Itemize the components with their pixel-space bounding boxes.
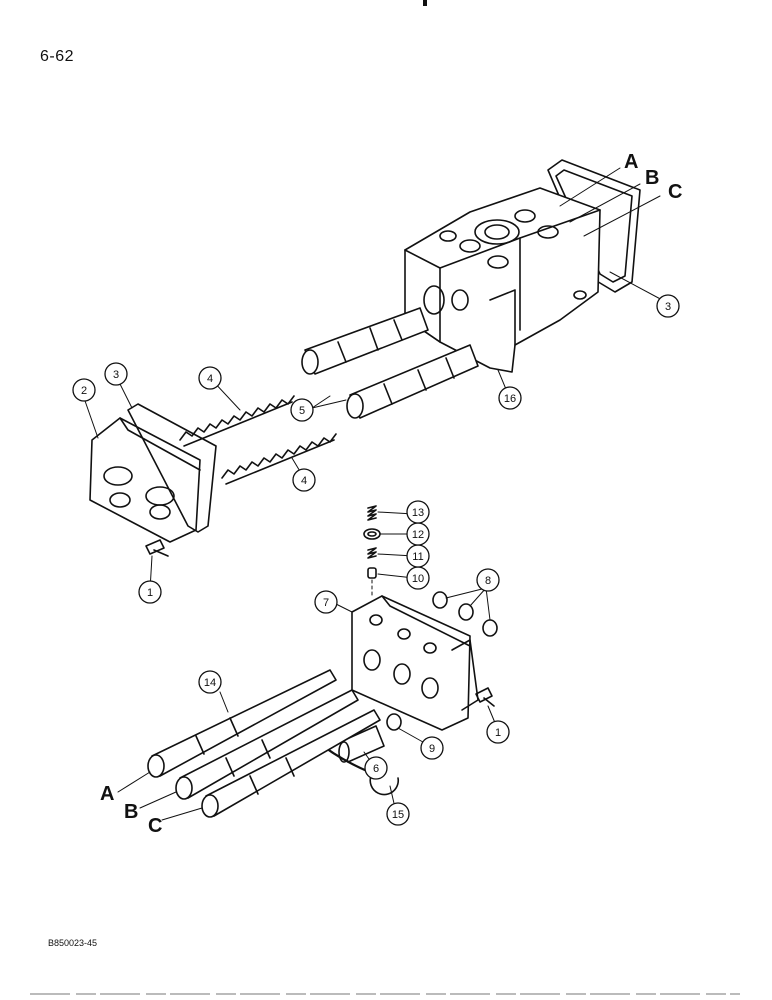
spool-c	[201, 709, 381, 818]
poppet-10	[367, 567, 377, 579]
spool-a	[147, 669, 337, 778]
label-bottom-c: C	[148, 815, 162, 837]
label-top-a: A	[624, 151, 638, 173]
spring-13	[367, 505, 377, 521]
svg-text:14: 14	[204, 677, 216, 689]
spring-upper	[179, 395, 295, 447]
svg-text:15: 15	[392, 809, 404, 821]
callout-3b: 3	[656, 294, 680, 318]
label-top-b: B	[645, 167, 659, 189]
spring-11	[367, 547, 377, 559]
valve-body	[404, 187, 601, 373]
callout-13: 13	[406, 500, 430, 524]
callout-6: 6	[364, 756, 388, 780]
callout-12: 12	[406, 522, 430, 546]
callout-5: 5	[290, 398, 314, 422]
svg-text:7: 7	[323, 597, 329, 609]
label-bottom-a: A	[100, 783, 114, 805]
spring-lower	[221, 433, 337, 485]
callout-3a: 3	[104, 362, 128, 386]
svg-text:3: 3	[113, 369, 119, 381]
svg-text:1: 1	[495, 727, 501, 739]
callout-10: 10	[406, 566, 430, 590]
svg-text:9: 9	[429, 743, 435, 755]
svg-text:16: 16	[504, 393, 516, 405]
svg-text:4: 4	[207, 373, 213, 385]
callout-16: 16	[498, 386, 522, 410]
callout-4b: 4	[292, 468, 316, 492]
svg-text:2: 2	[81, 385, 87, 397]
svg-text:4: 4	[301, 475, 307, 487]
callout-9: 9	[420, 736, 444, 760]
callout-7: 7	[314, 590, 338, 614]
spool-lower	[346, 344, 479, 419]
svg-text:6: 6	[373, 763, 379, 775]
figure-code: B850023-45	[48, 938, 98, 948]
svg-text:11: 11	[412, 551, 423, 563]
label-bottom-b: B	[124, 801, 138, 823]
callout-1a: 1	[138, 580, 162, 604]
cap-screw-upper	[145, 539, 169, 557]
spool-b	[175, 689, 359, 800]
seal-9	[386, 713, 402, 731]
seal-8c	[482, 619, 498, 637]
svg-text:13: 13	[412, 507, 424, 519]
page-number: 6-62	[40, 48, 75, 65]
callout-1b: 1	[486, 720, 510, 744]
label-top-c: C	[668, 181, 682, 203]
callout-4a: 4	[198, 366, 222, 390]
svg-text:12: 12	[412, 529, 424, 541]
svg-text:3: 3	[665, 301, 671, 313]
gasket-left	[127, 403, 217, 533]
end-cover	[89, 417, 201, 543]
detent-housing	[351, 595, 479, 731]
callout-15: 15	[386, 802, 410, 826]
callout-11: 11	[406, 544, 430, 568]
seat-12	[363, 528, 381, 540]
seal-8b	[458, 603, 474, 621]
seal-8a	[432, 591, 448, 609]
svg-text:1: 1	[147, 587, 153, 599]
spool-upper	[301, 307, 429, 375]
svg-text:10: 10	[412, 573, 424, 585]
svg-text:8: 8	[485, 575, 491, 587]
cap-screw-lower	[475, 687, 495, 707]
callout-14: 14	[198, 670, 222, 694]
callout-8: 8	[476, 568, 500, 592]
callout-2: 2	[72, 378, 96, 402]
svg-text:5: 5	[299, 405, 305, 417]
